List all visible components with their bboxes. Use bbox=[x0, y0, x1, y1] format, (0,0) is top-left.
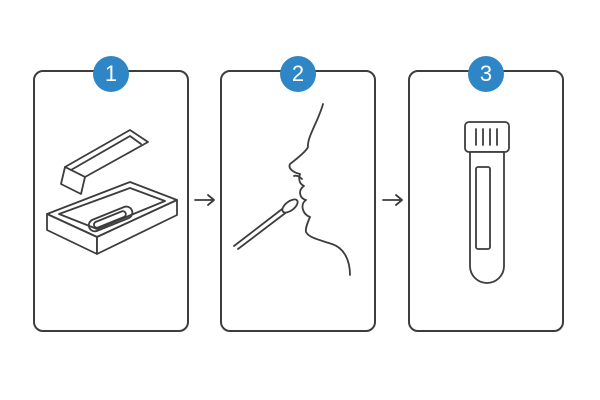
step-number-badge-1: 1 bbox=[93, 56, 129, 92]
nasal-swab-icon bbox=[233, 103, 351, 276]
arrow-right-icon bbox=[382, 194, 403, 206]
step-panel-3: 3 bbox=[408, 56, 564, 332]
test-kit-box-icon bbox=[46, 129, 178, 255]
step-panel-2: 2 bbox=[220, 56, 376, 332]
step-number-badge-2: 2 bbox=[280, 56, 316, 92]
arrow-right-icon bbox=[194, 194, 215, 206]
step-number-badge-3: 3 bbox=[468, 56, 504, 92]
sample-tube-icon bbox=[464, 121, 510, 284]
step-panel-1: 1 bbox=[33, 56, 189, 332]
